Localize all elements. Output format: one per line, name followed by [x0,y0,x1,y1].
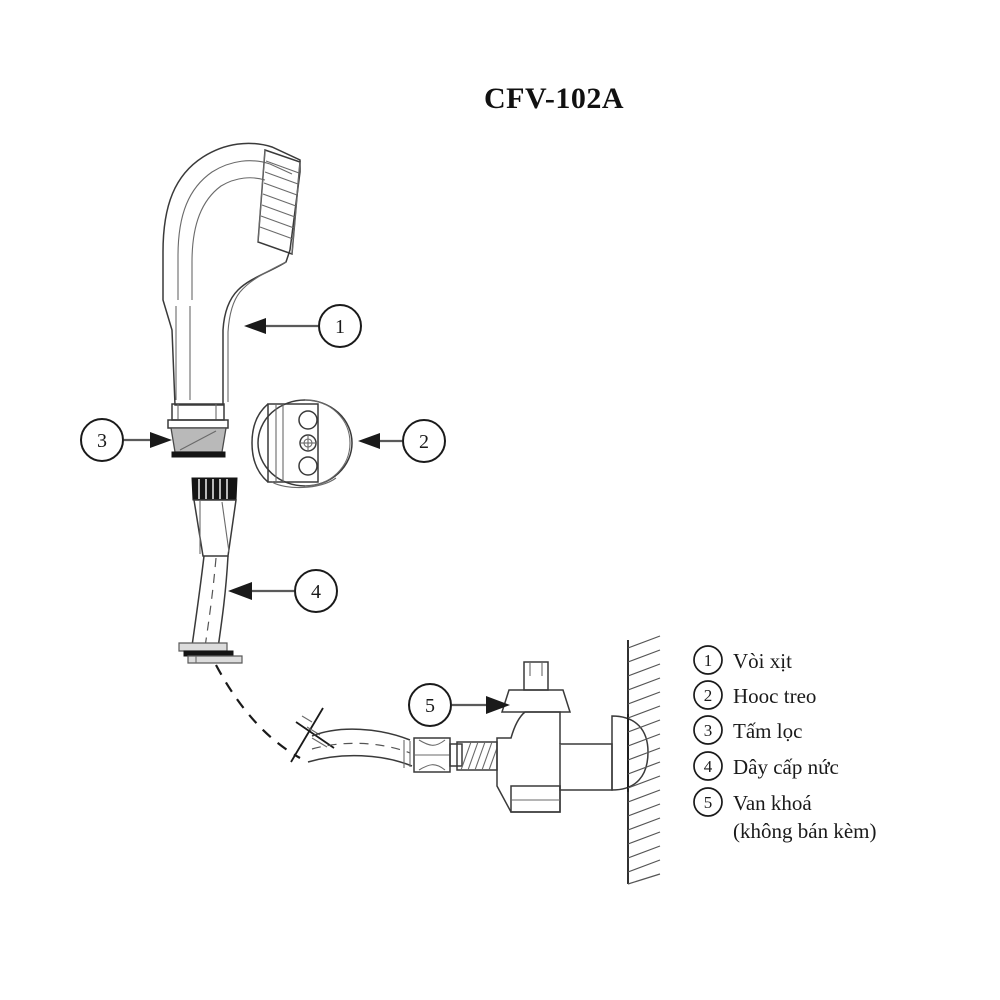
callout-2-circle[interactable] [402,419,446,463]
legend-2-number: 2 [704,686,713,705]
hatched-wall-section [627,635,661,885]
wall-hook [251,399,353,489]
callout-2-number: 2 [419,431,429,453]
supply-hose [178,477,243,664]
legend-3-label: Tấm lọc [733,719,802,743]
callout-5[interactable]: 5 [408,683,510,727]
legend-item-5[interactable]: 5 Van khoá (không bán kèm) [693,787,876,843]
callout-3-circle[interactable] [80,418,124,462]
callout-3[interactable]: 3 [80,418,172,462]
shut-off-valve [456,661,649,813]
nozzle-rib-lines [257,149,301,255]
legend-item-3[interactable]: 3 Tấm lọc [693,715,802,745]
legend-item-1[interactable]: 1 Vòi xịt [693,645,792,675]
legend-3-number: 3 [704,721,713,740]
page-title: CFV-102A [484,82,624,115]
callout-1[interactable]: 1 [244,304,362,348]
legend: 1 Vòi xịt 2 Hooc treo 3 Tấm lọc 4 Dây cấ… [693,645,876,843]
spray-handle [162,142,301,429]
legend-4-number: 4 [704,757,713,776]
callout-4[interactable]: 4 [228,569,338,613]
legend-5-label: Van khoá [733,791,812,815]
legend-1-number: 1 [704,651,713,670]
legend-4-circle [693,751,723,781]
legend-2-circle [693,680,723,710]
legend-1-circle [693,645,723,675]
legend-5-number: 5 [704,793,713,812]
filter-screen [170,427,227,458]
valve-thread-hatch [460,741,498,771]
legend-item-4[interactable]: 4 Dây cấp nức [693,751,839,781]
legend-item-2[interactable]: 2 Hooc treo [693,680,816,710]
callout-3-number: 3 [97,430,107,452]
callout-2[interactable]: 2 [358,419,446,463]
legend-4-label: Dây cấp nức [733,755,839,779]
legend-5-circle [693,787,723,817]
callout-1-circle[interactable] [318,304,362,348]
callout-4-number: 4 [311,581,321,603]
callout-4-circle[interactable] [294,569,338,613]
hose-route-dashed-arc [215,664,301,759]
legend-2-label: Hooc treo [733,684,816,708]
hose-break-icon [290,707,335,763]
lower-hose-run [290,707,463,773]
legend-5-sublabel: (không bán kèm) [733,819,876,843]
callout-5-circle[interactable] [408,683,452,727]
legend-3-circle [693,715,723,745]
callout-5-number: 5 [425,695,435,717]
callout-1-number: 1 [335,316,345,338]
legend-1-label: Vòi xịt [733,649,792,673]
